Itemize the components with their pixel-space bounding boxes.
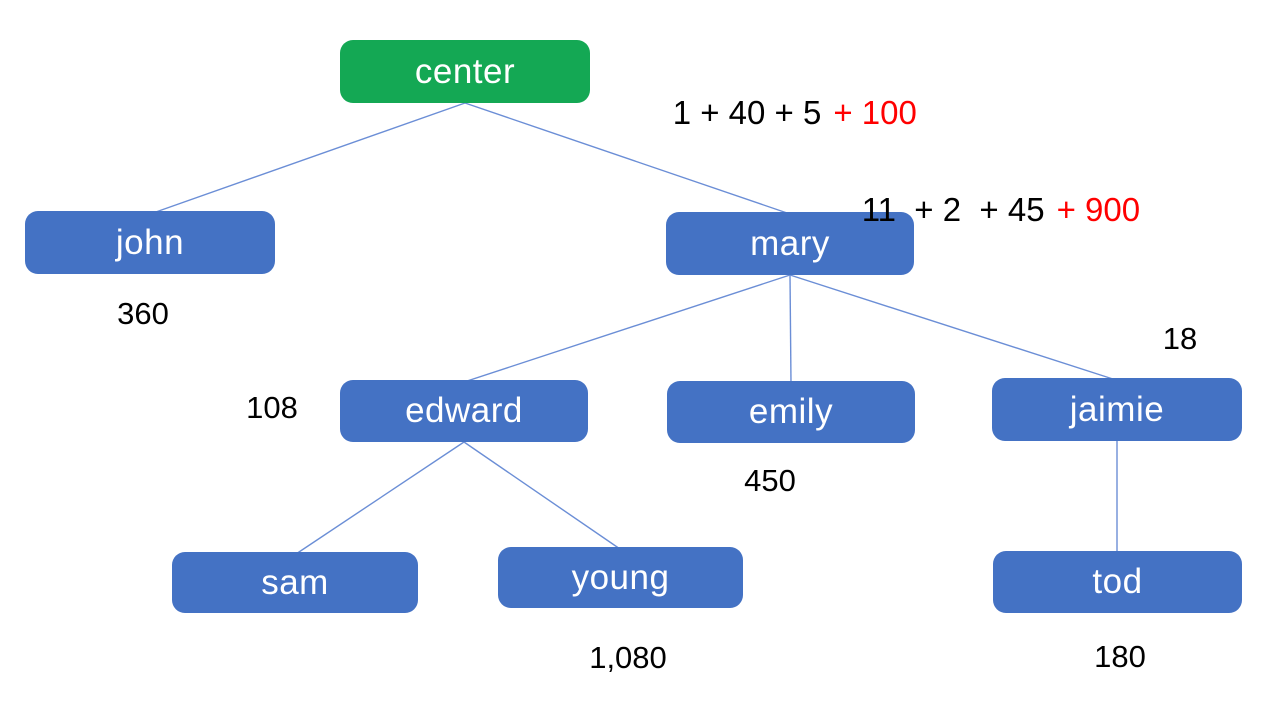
expression-mary-terms: 11 + 2 + 45 xyxy=(861,191,1045,228)
value-label-jaimie: 18 xyxy=(1162,321,1198,356)
node-young: young xyxy=(498,547,743,608)
connector-mary-emily xyxy=(789,274,792,384)
value-label-young: 1,080 xyxy=(589,640,667,675)
value-label-emily: 450 xyxy=(744,463,796,498)
value-label-john: 360 xyxy=(117,296,169,331)
connector-center-john xyxy=(152,102,466,214)
node-center-label: center xyxy=(414,51,516,91)
node-emily: emily xyxy=(667,381,915,443)
node-john-label: john xyxy=(115,222,185,262)
expression-center-sum: 1 + 40 + 5 + 100 xyxy=(636,56,917,170)
expression-center-highlight: + 100 xyxy=(833,94,917,131)
node-edward: edward xyxy=(340,380,588,442)
node-sam: sam xyxy=(172,552,418,613)
value-label-tod: 180 xyxy=(1094,639,1146,674)
node-jaimie-label: jaimie xyxy=(1069,389,1165,429)
connector-edward-sam xyxy=(295,441,465,555)
node-mary: mary xyxy=(666,212,914,275)
expression-mary-sum: 11 + 2 + 45 + 900 xyxy=(825,153,1140,267)
connector-mary-jaimie xyxy=(789,274,1117,381)
node-emily-label: emily xyxy=(748,392,834,431)
expression-center-terms: 1 + 40 + 5 xyxy=(672,94,822,131)
node-sam-label: sam xyxy=(261,562,329,602)
node-jaimie: jaimie xyxy=(992,378,1242,441)
connector-center-mary xyxy=(464,102,791,215)
connector-edward-young xyxy=(463,441,621,550)
node-young-label: young xyxy=(571,557,670,597)
value-label-edward: 108 xyxy=(246,390,298,425)
node-tod-label: tod xyxy=(1092,562,1143,601)
connector-mary-edward xyxy=(463,274,791,383)
node-mary-label: mary xyxy=(750,223,830,263)
node-john: john xyxy=(25,211,275,274)
node-tod: tod xyxy=(993,551,1242,613)
expression-mary-highlight: + 900 xyxy=(1056,191,1141,228)
node-edward-label: edward xyxy=(405,391,523,430)
node-center: center xyxy=(340,40,590,103)
